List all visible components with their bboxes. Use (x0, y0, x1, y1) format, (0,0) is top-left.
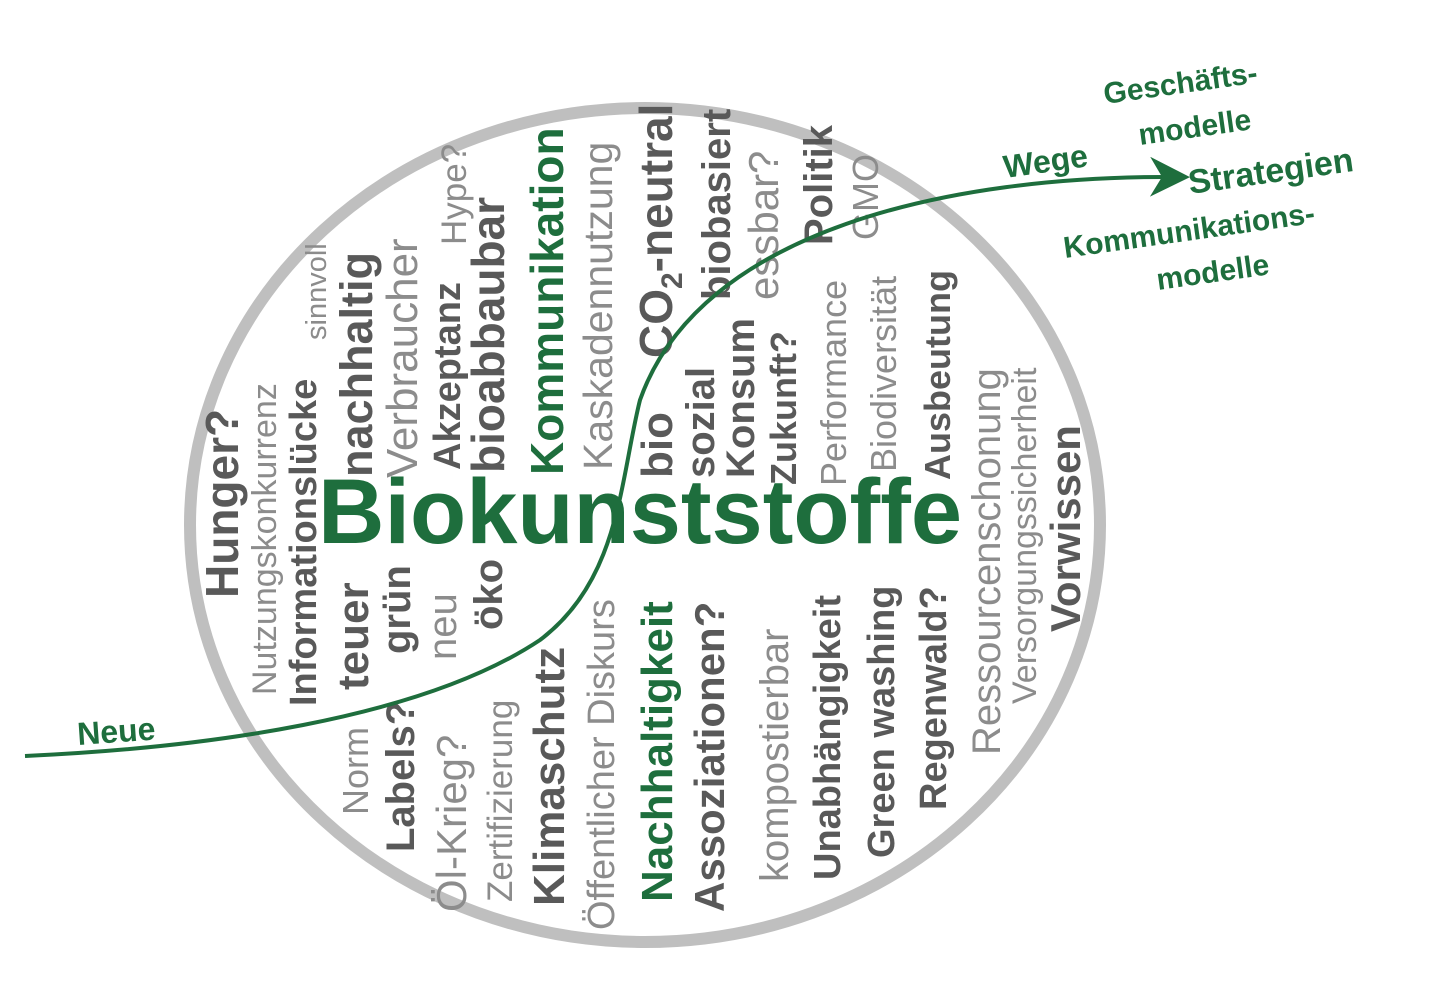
co-text: CO (630, 289, 682, 358)
word-vorwissen: Vorwissen (1042, 425, 1089, 632)
word-neu: neu (421, 593, 465, 660)
word-nachhaltigkeit: Nachhaltigkeit (633, 601, 682, 902)
word-teuer: teuer (329, 582, 378, 690)
word-unabhaengigkeit: Unabhängigkeit (807, 595, 849, 880)
word-sozial: sozial (679, 367, 723, 478)
main-title: Biokunststoffe (318, 461, 962, 563)
word-performance2: Performance (813, 280, 854, 486)
label-modelle-1: modelle (1136, 103, 1253, 151)
word-biobasiert: biobasiert (695, 109, 739, 300)
word-labels: Labels? (379, 701, 423, 852)
word-co2-neutral: CO2-neutral (630, 104, 689, 358)
word-informationsluecke: Informationslücke (283, 379, 325, 706)
word-konsum: Konsum (719, 318, 763, 478)
word-gruen: grün (375, 565, 419, 654)
word-kompostierbar: kompostierbar (753, 629, 797, 882)
word-nachhaltig: nachhaltig (331, 252, 382, 477)
word-oeko: öko (467, 559, 511, 630)
word-ressourcenschonung: Ressourcenschonung (965, 368, 1009, 755)
word-ausbeutung: Ausbeutung (917, 270, 958, 480)
word-nutzungskonkurrenz: Nutzungskonkurrenz (246, 383, 284, 695)
word-zukunft: Zukunft? (763, 331, 804, 485)
word-bioabbaubar: bioabbaubar (462, 197, 514, 473)
word-oeffentlicher-diskurs: Öffentlicher Diskurs (581, 599, 623, 930)
word-bio: bio (633, 412, 682, 478)
word-klimaschutz: Klimaschutz (525, 647, 574, 906)
growth-curve-arrow (24, 156, 1190, 758)
word-assoziationen: Assoziationen? (686, 602, 733, 912)
word-regenwald: Regenwald? (913, 586, 955, 810)
word-green-washing: Green washing (861, 586, 903, 858)
subscript-two: 2 (656, 272, 689, 289)
word-zertifizierung: Zertifizierung (481, 700, 520, 902)
label-kommunikations: Kommunikations- (1061, 197, 1316, 265)
word-politik: Politik (797, 124, 841, 245)
word-biodiversitaet: Biodiversität (863, 276, 904, 472)
word-verbraucher: Verbraucher (378, 238, 427, 478)
word-hunger: Hunger? (196, 409, 248, 598)
label-geschaefts: Geschäfts- (1101, 57, 1259, 111)
label-neue: Neue (76, 711, 157, 752)
outer-circle (184, 102, 1106, 948)
word-essbar: essbar? (740, 151, 787, 300)
word-norm: Norm (335, 727, 376, 815)
word-kommunikation: Kommunikation (521, 127, 573, 475)
neutral-text: -neutral (630, 104, 682, 273)
word-oel-krieg: Öl-Krieg? (428, 735, 475, 912)
word-kaskadennutzung: Kaskadennutzung (575, 142, 621, 470)
label-strategien: Strategien (1186, 141, 1356, 202)
word-akzeptanz: Akzeptanz (427, 282, 469, 470)
label-modelle-2: modelle (1154, 248, 1271, 296)
word-performance: GMO (845, 154, 886, 240)
word-hype: Hype? (435, 144, 474, 245)
label-wege: Wege (1001, 137, 1090, 184)
word-sinnvoll: sinnvoll (301, 243, 333, 340)
word-versorgungssicherheit: Versorgungssicherheit (1006, 367, 1044, 704)
